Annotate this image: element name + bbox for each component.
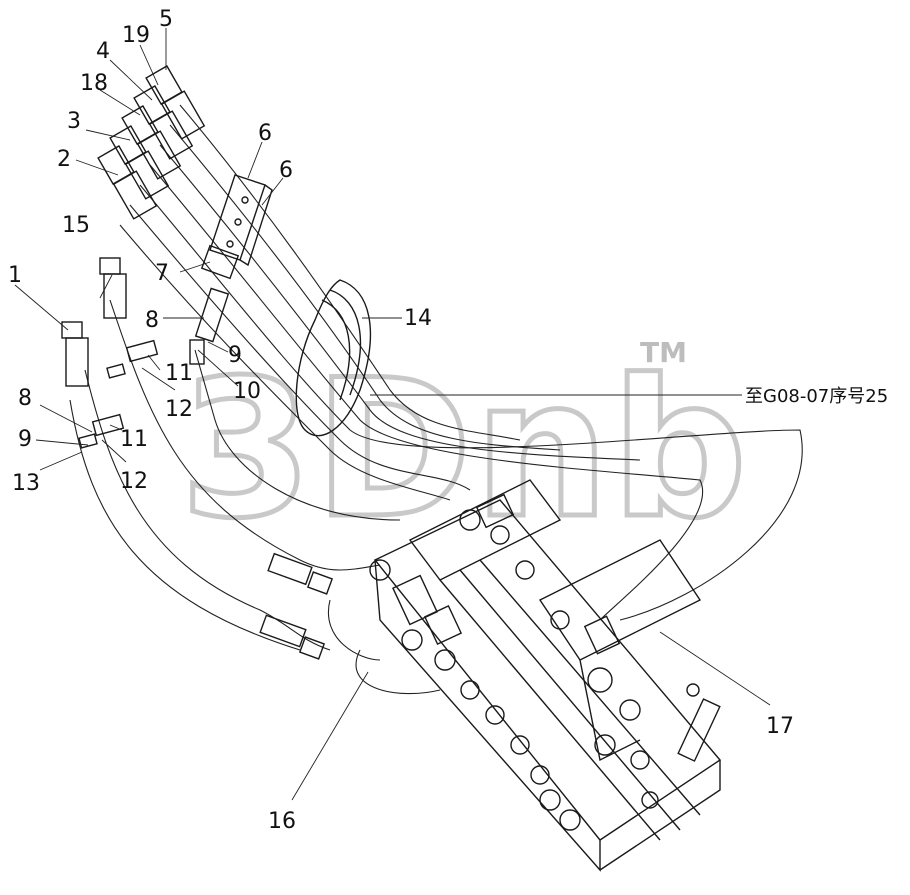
callout-12-upper: 12 [165,397,193,422]
watermark: 3Dnb TM [178,336,750,563]
callout-11-lower: 11 [120,427,148,452]
callout-5: 5 [159,7,173,32]
callout-6-lower: 6 [279,158,293,183]
watermark-text: 3Dnb [180,339,749,560]
callout-6-upper: 6 [258,121,272,146]
end-fittings [259,552,334,660]
fitting-15 [99,257,127,319]
callout-11-upper: 11 [165,361,193,386]
callout-8-upper: 8 [145,308,159,333]
callout-9-upper: 9 [228,343,242,368]
clamps [78,339,205,449]
main-control-valve [369,479,722,872]
callout-10: 10 [233,379,261,404]
callout-9-lower: 9 [18,427,32,452]
callout-19: 19 [122,23,150,48]
coupling-5 [145,65,183,105]
callout-17: 17 [766,714,794,739]
callout-18: 18 [80,71,108,96]
manifold-block [194,174,273,343]
callout-16: 16 [268,809,296,834]
callout-2: 2 [57,147,71,172]
callout-15: 15 [62,213,90,238]
callout-labels: 5 19 4 18 3 2 6 6 15 1 7 8 9 10 11 12 14… [8,7,888,834]
coupling-stack [97,65,206,220]
hose-bundle [69,104,803,695]
reference-note: 至G08-07序号25 [745,386,888,407]
callout-4: 4 [96,39,110,64]
callout-14: 14 [404,306,432,331]
watermark-trademark: TM [640,336,687,369]
leader-lines [14,28,771,801]
callout-13: 13 [12,471,40,496]
callout-7: 7 [155,261,169,286]
callout-1: 1 [8,263,22,288]
callout-3: 3 [67,109,81,134]
callout-8-lower: 8 [18,386,32,411]
callout-12-lower: 12 [120,469,148,494]
fitting-1 [61,321,89,387]
pilot-valve [295,279,372,437]
